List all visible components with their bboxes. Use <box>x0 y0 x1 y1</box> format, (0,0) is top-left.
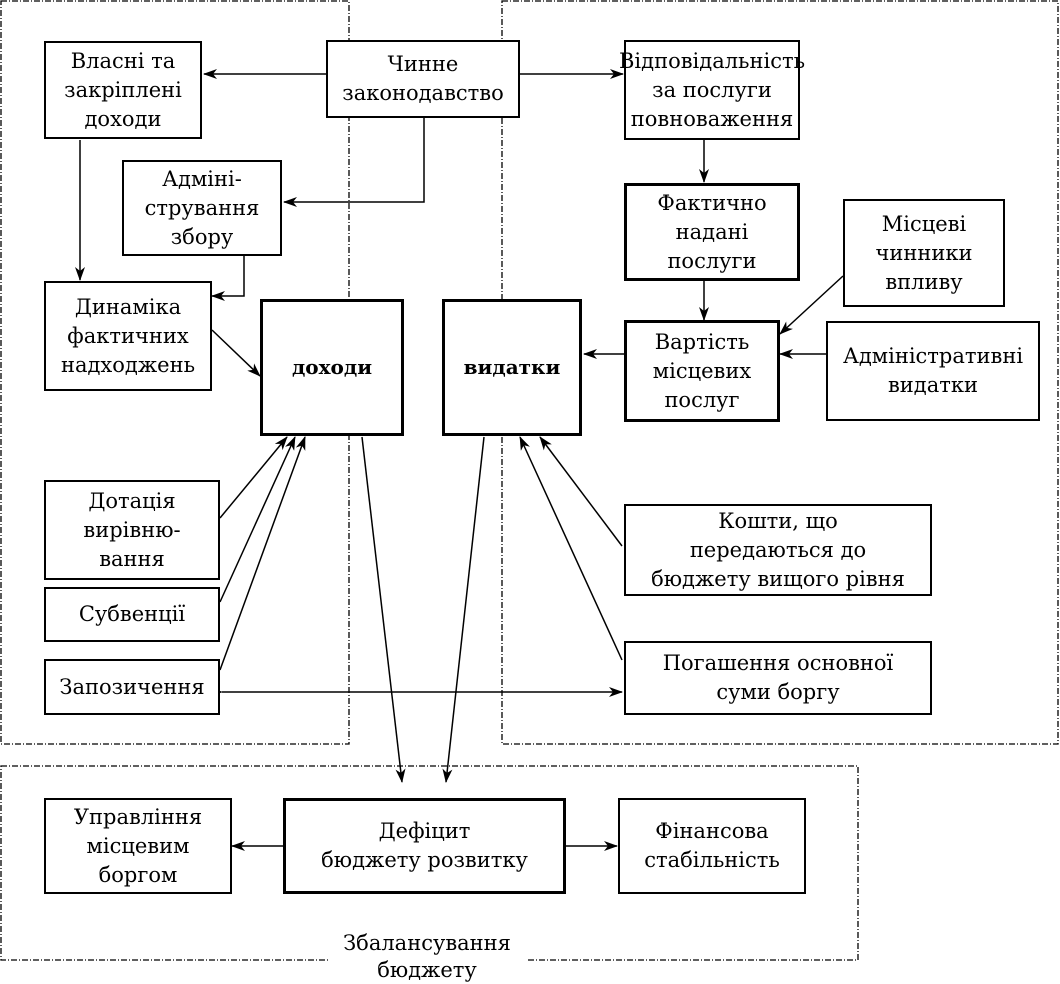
balancing-group-label: Збалансування бюджету <box>328 930 526 982</box>
arrow-repayment-to-expenditures <box>519 436 623 661</box>
arrow-dynamics-to-revenues <box>211 329 261 377</box>
node-debt-repayment: Погашення основної суми боргу <box>624 641 932 715</box>
node-local-factors: Місцеві чинники впливу <box>843 199 1005 307</box>
arrow-revenues-to-deficit <box>361 436 406 783</box>
node-legislation: Чинне законодавство <box>326 40 520 118</box>
node-actual-services: Фактично надані послуги <box>624 183 800 281</box>
arrow-transfers-to-expenditures <box>539 436 623 547</box>
node-debt-management: Управління місцевим боргом <box>44 798 232 894</box>
arrow-local-factors-to-cost <box>779 275 844 335</box>
node-subventions: Субвенції <box>44 587 220 642</box>
node-development-deficit: Дефіцит бюджету розвитку <box>283 798 566 894</box>
arrow-subventions-to-revenues <box>219 436 296 603</box>
node-borrowing: Запозичення <box>44 659 220 715</box>
node-transfers-up: Кошти, що передаються до бюджету вищого … <box>624 504 932 596</box>
arrow-expenditures-to-deficit <box>442 436 485 783</box>
node-revenue-dynamics: Динаміка фактичних надходжень <box>44 281 212 391</box>
node-responsibility: Відповідальність за послуги повноваження <box>619 40 805 140</box>
arrow-collection-admin-to-dynamics <box>211 256 245 301</box>
node-admin-expenses: Адміністративні видатки <box>826 321 1040 421</box>
arrow-borrowing-to-revenues <box>219 436 306 671</box>
node-expenditures: видатки <box>442 299 582 436</box>
node-own-revenues: Власні та закріплені доходи <box>44 41 202 139</box>
node-equalization-grant: Дотація вирівню- вання <box>44 480 220 580</box>
node-financial-stability: Фінансова стабільність <box>618 798 806 894</box>
arrow-legislation-to-collection-admin <box>283 118 425 207</box>
node-service-cost: Вартість місцевих послуг <box>624 320 780 422</box>
node-revenues: доходи <box>260 299 404 436</box>
arrow-grant-to-revenues <box>219 436 288 519</box>
node-collection-admin: Адміні- стрування збору <box>122 160 282 256</box>
